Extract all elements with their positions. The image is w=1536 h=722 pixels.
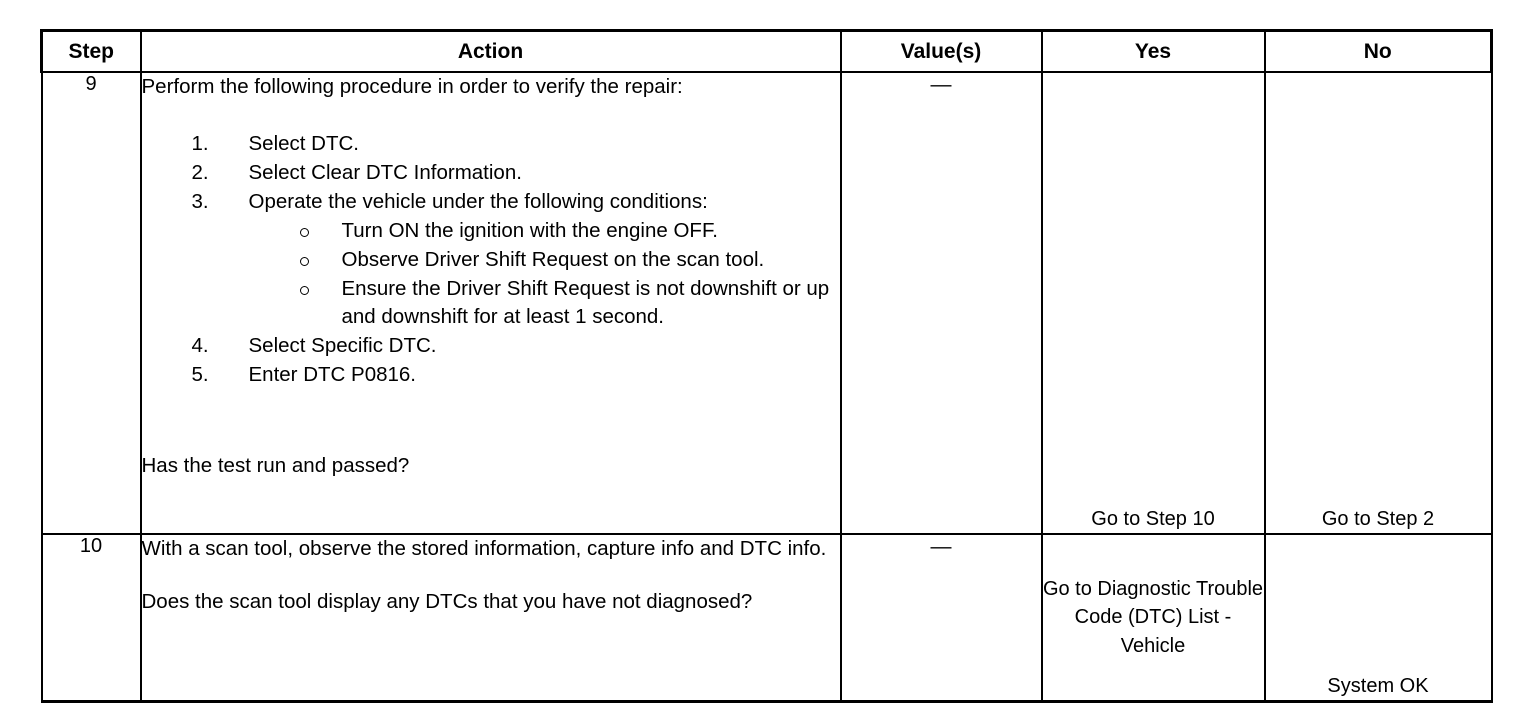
table-body: 9 Perform the following procedure in ord… <box>40 71 1493 703</box>
list-item-number: 3. <box>191 189 209 213</box>
sub-list-item: Observe Driver Shift Request on the scan… <box>249 246 840 275</box>
diagnostic-procedure-table: Step Action Value(s) Yes No 9 Perform th… <box>40 29 1493 703</box>
list-item-label: Operate the vehicle under the following … <box>248 189 708 213</box>
action-intro-text: Perform the following procedure in order… <box>141 75 683 98</box>
table-row: 9 Perform the following procedure in ord… <box>40 71 1493 535</box>
table-header: Step Action Value(s) Yes No <box>40 29 1493 73</box>
step-number-cell: 9 <box>40 71 142 535</box>
table-row: 10 With a scan tool, observe the stored … <box>40 533 1493 703</box>
list-item: 2. Select Clear DTC Information. <box>142 159 840 188</box>
hollow-circle-bullet-icon <box>299 227 309 237</box>
list-item: 5. Enter DTC P0816. <box>142 361 840 390</box>
hollow-circle-bullet-icon <box>299 285 309 295</box>
list-item-label: Select DTC. <box>248 131 360 155</box>
diagnostic-table-sheet: Step Action Value(s) Yes No 9 Perform th… <box>40 29 1493 703</box>
hollow-circle-bullet-icon <box>299 256 309 266</box>
column-header-value: Value(s) <box>839 29 1043 73</box>
vertical-spacer <box>142 564 840 588</box>
sub-list-item-label: Ensure the Driver Shift Request is not d… <box>341 276 830 329</box>
list-item-label: Select Clear DTC Information. <box>248 160 522 184</box>
action-numbered-list: 1. Select DTC. 2. Select Clear DTC Infor… <box>142 130 840 390</box>
sub-list-item: Turn ON the ignition with the engine OFF… <box>249 217 840 246</box>
no-cell: System OK <box>1263 533 1493 703</box>
list-item-label: Enter DTC P0816. <box>248 363 417 387</box>
vertical-spacer <box>142 390 840 452</box>
column-header-yes: Yes <box>1040 29 1266 73</box>
list-item: 1. Select DTC. <box>142 130 840 159</box>
list-item: 4. Select Specific DTC. <box>142 332 840 361</box>
list-item-number: 2. <box>191 160 209 184</box>
list-item-number: 1. <box>191 131 209 155</box>
list-item-number: 4. <box>191 334 209 358</box>
action-question-text: Has the test run and passed? <box>141 454 410 478</box>
list-item-number: 5. <box>191 363 209 387</box>
action-sub-list: Turn ON the ignition with the engine OFF… <box>249 217 840 333</box>
step-number-cell: 10 <box>40 533 142 703</box>
list-item: 3. Operate the vehicle under the followi… <box>142 188 840 332</box>
column-header-step: Step <box>40 29 142 73</box>
yes-cell: Go to Step 10 <box>1040 71 1266 535</box>
column-header-no: No <box>1263 29 1493 73</box>
sub-list-item: Ensure the Driver Shift Request is not d… <box>249 275 840 333</box>
column-header-action: Action <box>139 29 842 73</box>
sub-list-item-label: Observe Driver Shift Request on the scan… <box>341 247 765 271</box>
list-item-label: Select Specific DTC. <box>248 334 437 358</box>
vertical-spacer <box>142 106 840 130</box>
action-paragraph-second: Does the scan tool display any DTCs that… <box>141 589 753 613</box>
sub-list-item-label: Turn ON the ignition with the engine OFF… <box>341 218 718 242</box>
value-cell: — <box>839 533 1043 703</box>
value-cell: — <box>839 71 1043 535</box>
table-header-row: Step Action Value(s) Yes No <box>40 29 1493 73</box>
action-paragraph-first: With a scan tool, observe the stored inf… <box>141 537 827 560</box>
action-cell: Perform the following procedure in order… <box>139 71 842 535</box>
action-cell: With a scan tool, observe the stored inf… <box>139 533 842 703</box>
no-cell: Go to Step 2 <box>1263 71 1493 535</box>
yes-cell: Go to Diagnostic Trouble Code (DTC) List… <box>1040 533 1266 703</box>
